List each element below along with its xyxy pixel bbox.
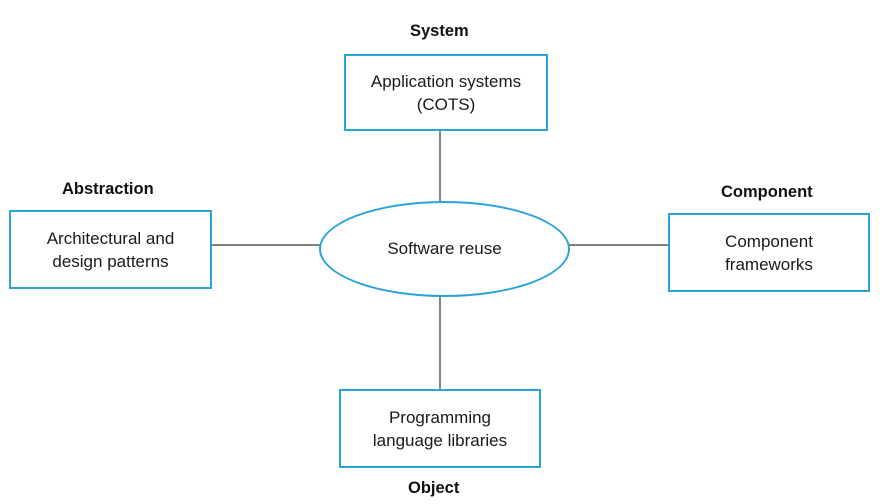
design-patterns-box: Architectural and design patterns — [9, 210, 212, 289]
box-line: frameworks — [725, 254, 813, 274]
language-libraries-box: Programming language libraries — [339, 389, 541, 468]
box-line: Application systems — [370, 71, 522, 91]
component-frameworks-box: Component frameworks — [668, 213, 870, 292]
box-line: (COTS) — [416, 94, 476, 114]
center-label: Software reuse — [387, 239, 502, 258]
software-reuse-ellipse: Software reuse — [319, 201, 570, 297]
category-label-component: Component — [721, 183, 813, 201]
category-label-system: System — [410, 22, 469, 40]
category-label-abstraction: Abstraction — [62, 180, 154, 198]
application-systems-box: Application systems (COTS) — [344, 54, 548, 131]
box-line: Architectural and — [46, 228, 175, 248]
box-line: design patterns — [52, 251, 169, 271]
box-line: Component — [725, 231, 813, 251]
box-line: Programming — [388, 407, 492, 427]
box-line: language libraries — [372, 430, 508, 450]
category-label-object: Object — [408, 479, 460, 497]
